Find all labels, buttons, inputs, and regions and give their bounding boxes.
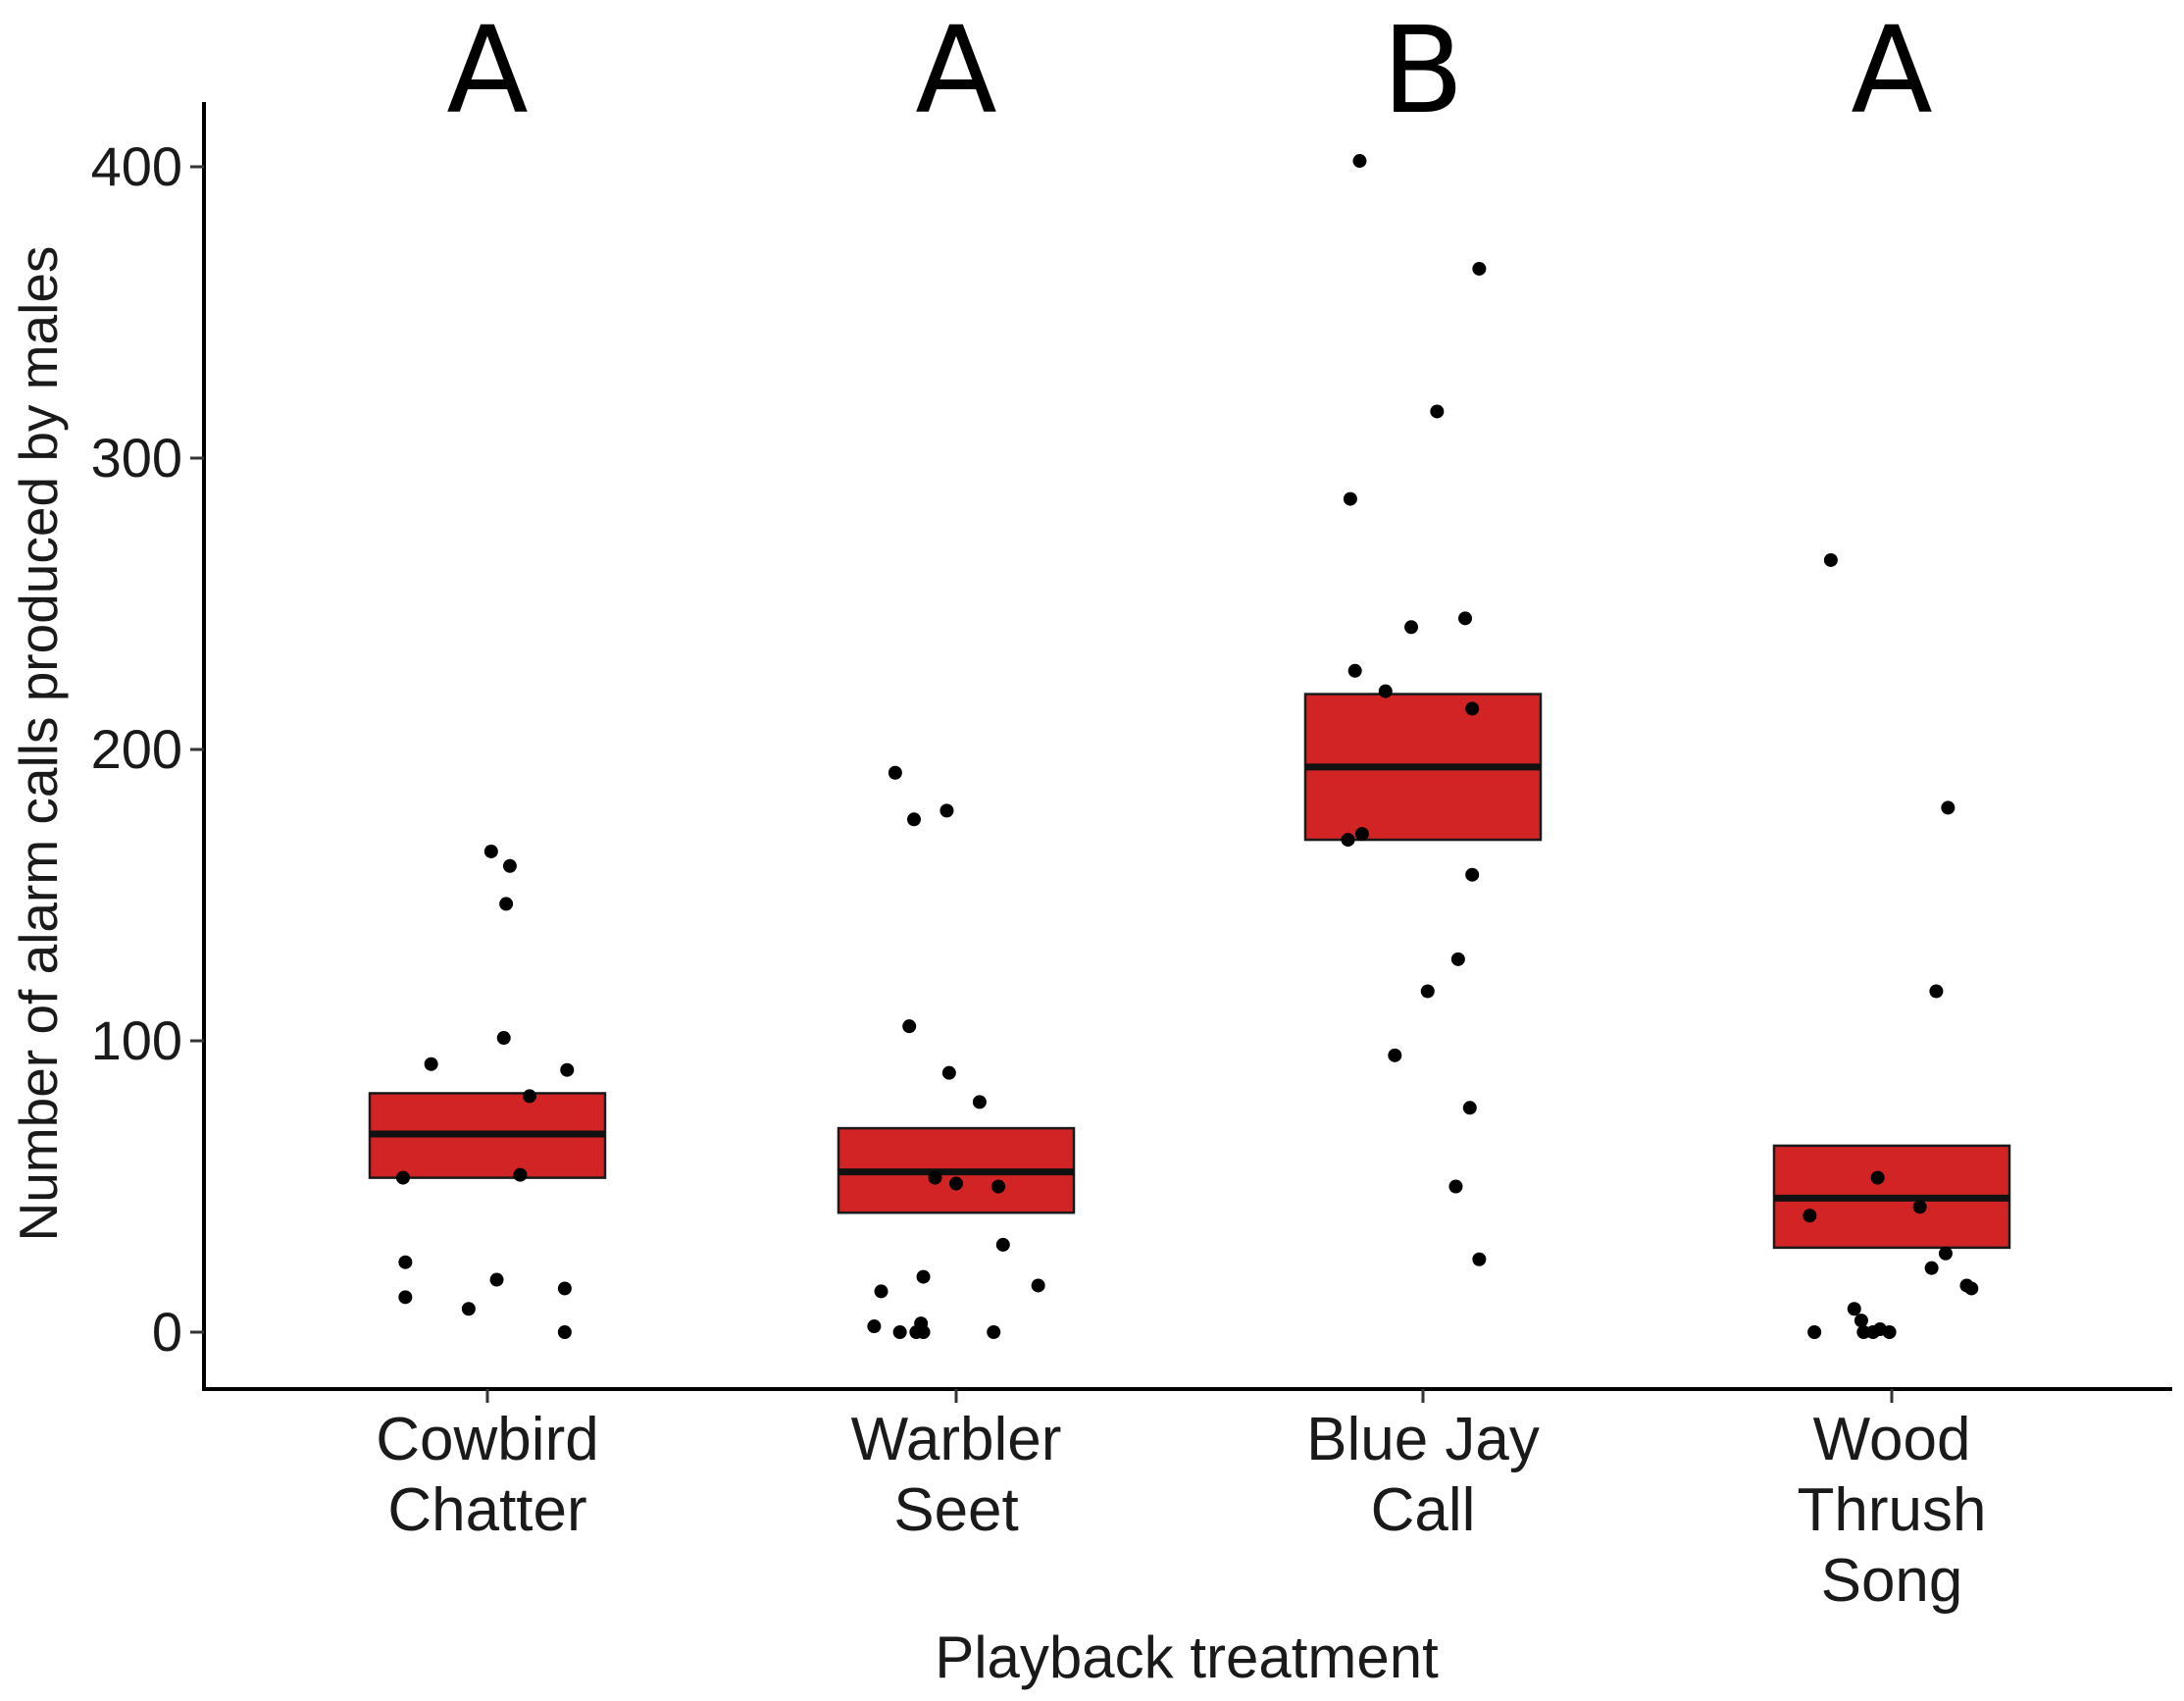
axes <box>202 102 2172 1391</box>
data-point-woodthrush <box>1882 1325 1897 1339</box>
data-point-warbler <box>987 1325 1001 1339</box>
data-point-warbler <box>874 1284 889 1299</box>
data-point-warbler <box>972 1095 987 1109</box>
x-tick-label-bluejay: Blue Jay <box>1306 1406 1540 1473</box>
data-point-bluejay <box>1404 620 1419 635</box>
boxes <box>368 693 2011 1250</box>
data-point-warbler <box>949 1176 963 1191</box>
data-point-bluejay <box>1347 663 1362 678</box>
x-tick-label-bluejay: Call <box>1371 1476 1476 1544</box>
y-tick-label: 100 <box>91 1009 182 1071</box>
data-point-cowbird <box>513 1167 528 1182</box>
data-point-warbler <box>1031 1278 1045 1293</box>
data-point-woodthrush <box>1807 1325 1822 1339</box>
data-point-warbler <box>940 803 954 818</box>
data-point-woodthrush <box>1823 552 1838 567</box>
significance-letter-warbler: A <box>915 1 996 140</box>
data-point-bluejay <box>1420 984 1435 999</box>
significance-letter-woodthrush: A <box>1851 1 1932 140</box>
data-point-bluejay <box>1378 684 1393 698</box>
data-point-woodthrush <box>1938 1246 1953 1261</box>
data-point-bluejay <box>1388 1048 1402 1062</box>
data-point-woodthrush <box>1870 1170 1885 1185</box>
data-point-cowbird <box>502 858 517 873</box>
x-axis-label: Playback treatment <box>935 1624 1439 1690</box>
data-point-bluejay <box>1448 1179 1463 1194</box>
y-tick-label: 400 <box>91 135 182 197</box>
data-point-cowbird <box>489 1272 504 1287</box>
data-point-warbler <box>867 1319 882 1334</box>
data-point-bluejay <box>1450 952 1465 966</box>
data-point-bluejay <box>1472 261 1487 276</box>
data-point-cowbird <box>557 1325 572 1339</box>
data-point-cowbird <box>499 897 514 911</box>
data-points <box>395 154 1979 1339</box>
x-tick-label-woodthrush: Wood <box>1813 1406 1971 1473</box>
data-point-bluejay <box>1465 867 1480 882</box>
y-tick-label: 200 <box>91 718 182 780</box>
x-tick-label-warbler: Seet <box>893 1476 1019 1544</box>
data-point-warbler <box>892 1325 907 1339</box>
data-point-bluejay <box>1354 827 1369 842</box>
data-point-cowbird <box>424 1057 438 1071</box>
data-point-woodthrush <box>1803 1209 1817 1223</box>
data-point-woodthrush <box>1854 1314 1868 1328</box>
data-point-warbler <box>906 812 921 827</box>
data-point-bluejay <box>1341 833 1355 848</box>
data-point-bluejay <box>1458 611 1473 626</box>
data-point-cowbird <box>483 844 498 858</box>
significance-letter-cowbird: A <box>446 1 528 140</box>
x-tick-label-woodthrush: Thrush <box>1798 1476 1987 1544</box>
data-point-warbler <box>902 1019 917 1034</box>
x-tick-label-woodthrush: Song <box>1821 1547 1963 1615</box>
data-point-cowbird <box>395 1170 410 1185</box>
data-point-warbler <box>916 1325 931 1339</box>
data-point-bluejay <box>1472 1252 1487 1266</box>
data-point-bluejay <box>1465 701 1480 716</box>
data-point-warbler <box>916 1269 931 1284</box>
data-point-bluejay <box>1430 404 1445 419</box>
data-point-warbler <box>888 765 902 780</box>
data-point-cowbird <box>398 1290 413 1305</box>
data-point-cowbird <box>398 1255 413 1269</box>
data-point-cowbird <box>461 1302 476 1316</box>
data-point-woodthrush <box>1941 800 1955 815</box>
data-point-woodthrush <box>1924 1261 1939 1275</box>
data-point-warbler <box>995 1237 1010 1252</box>
data-point-warbler <box>928 1170 942 1185</box>
data-point-woodthrush <box>1912 1200 1927 1214</box>
y-ticks: 0 100 200 300 400 <box>91 135 204 1363</box>
data-point-cowbird <box>557 1281 572 1296</box>
data-point-bluejay <box>1462 1101 1477 1115</box>
y-tick-label: 300 <box>91 427 182 489</box>
data-point-bluejay <box>1352 154 1367 169</box>
data-point-woodthrush <box>1847 1302 1861 1316</box>
data-point-woodthrush <box>1929 984 1944 999</box>
x-tick-label-cowbird: Cowbird <box>376 1406 598 1473</box>
y-axis-label: Number of alarm calls produced by males <box>8 246 69 1242</box>
data-point-warbler <box>941 1065 956 1080</box>
data-point-cowbird <box>523 1089 537 1104</box>
y-tick-label: 0 <box>152 1301 182 1363</box>
significance-letter-bluejay: B <box>1382 1 1464 140</box>
data-point-bluejay <box>1343 491 1357 506</box>
x-tick-label-cowbird: Chatter <box>387 1476 586 1544</box>
data-point-cowbird <box>496 1031 511 1046</box>
data-point-woodthrush <box>1964 1281 1979 1296</box>
data-point-cowbird <box>560 1062 575 1077</box>
data-point-warbler <box>991 1179 1006 1194</box>
x-tick-label-warbler: Warbler <box>851 1406 1062 1473</box>
